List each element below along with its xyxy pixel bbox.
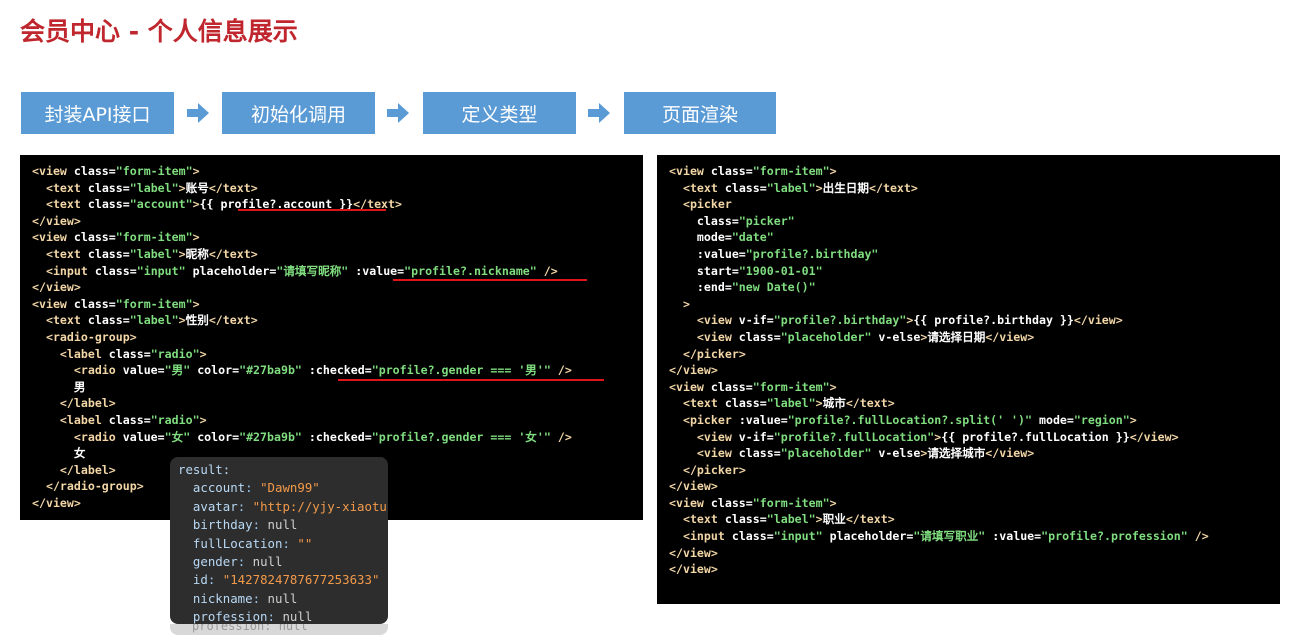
right-code-line: mode="date"	[669, 230, 774, 245]
result-field: birthday: null	[192, 517, 298, 533]
result-field: account: "Dawn99"	[192, 480, 320, 496]
right-code-line: start="1900-01-01"	[669, 263, 823, 278]
right-code-line: <view class="form-item">	[669, 379, 837, 394]
left-code-line: <radio value="男" color="#27ba9b" :checke…	[73, 363, 572, 378]
tooltip-reflection: profession: null	[170, 624, 388, 635]
left-code-line: <input class="input" placeholder="请填写昵称"…	[45, 263, 558, 278]
result-field-value: ""	[297, 535, 313, 551]
right-code-line: :end="new Date()"	[669, 280, 816, 295]
left-code-line: <view class="form-item">	[32, 296, 200, 311]
right-code-line: </picker>	[682, 346, 746, 361]
left-code-line: <text class="label">性别</text>	[45, 313, 258, 328]
left-code-line: <label class="radio">	[59, 412, 207, 427]
result-field: fullLocation: ""	[192, 535, 313, 551]
highlight-underline	[393, 279, 587, 281]
left-code-line: <text class="label">账号</text>	[45, 180, 258, 195]
arrow-right-icon	[187, 103, 209, 123]
left-code-line: 女	[32, 446, 86, 461]
result-field: nickname: null	[192, 590, 298, 606]
right-code-line: <view v-if="profile?.fullLocation">{{ pr…	[696, 429, 1179, 444]
step-2-button: 初始化调用	[222, 92, 375, 134]
result-header: result:	[178, 462, 231, 477]
right-code-line: <view class="placeholder" v-else>请选择城市</…	[696, 446, 1035, 461]
result-object: result: account: "Dawn99" avatar: "http:…	[178, 461, 387, 624]
left-code-line: <text class="label">昵称</text>	[45, 246, 258, 261]
left-code-line: </radio-group>	[45, 479, 144, 494]
right-code-line: >	[682, 296, 690, 311]
right-code-line: class="picker"	[669, 213, 795, 228]
step-3-button: 定义类型	[423, 92, 576, 134]
result-tooltip: result: account: "Dawn99" avatar: "http:…	[170, 457, 388, 624]
left-code-line: <radio value="女" color="#27ba9b" :checke…	[73, 429, 572, 444]
page-title: 会员中心 - 个人信息展示	[20, 17, 298, 46]
result-field-value: null	[267, 590, 298, 606]
right-code-line: </view>	[669, 562, 718, 577]
left-code-line: </view>	[32, 213, 81, 228]
result-field-value: "1427824787677253633"	[222, 572, 380, 588]
right-code-line: <picker :value="profile?.fullLocation?.s…	[682, 412, 1137, 427]
left-code-line: </label>	[59, 462, 116, 477]
right-code-line: <text class="label">职业</text>	[682, 512, 895, 527]
arrow-right-icon	[588, 103, 610, 123]
result-field: gender: null	[192, 554, 283, 570]
result-field-key: birthday	[192, 517, 253, 533]
result-field-key: avatar	[192, 498, 238, 514]
result-field-value: "http://yjy-xiaotu	[252, 498, 387, 514]
result-field-key: account	[192, 480, 246, 496]
right-code-line: :value="profile?.birthday"	[669, 246, 879, 261]
right-code-line: <view class="form-item">	[669, 495, 837, 510]
result-field-key: gender	[192, 554, 238, 570]
left-code-line: </label>	[59, 396, 116, 411]
right-code-line: <text class="label">城市</text>	[682, 396, 895, 411]
right-code-line: <picker	[682, 197, 732, 212]
result-field-key: fullLocation	[192, 535, 283, 551]
right-code-line: </view>	[669, 479, 718, 494]
left-code-line: 男	[32, 379, 86, 394]
result-field-value: null	[252, 554, 283, 570]
left-code-line: <label class="radio">	[59, 346, 207, 361]
right-code-line: </view>	[669, 363, 718, 378]
right-code-line: </picker>	[682, 462, 746, 477]
result-field-key: nickname	[192, 590, 253, 606]
right-code-block: <view class="form-item"> <text class="la…	[669, 163, 1209, 578]
left-code-line: <view class="form-item">	[32, 230, 200, 245]
right-code-line: <text class="label">出生日期</text>	[682, 180, 918, 195]
result-field-key: profession	[192, 609, 268, 624]
result-field: id: "1427824787677253633"	[192, 572, 380, 588]
result-field-value: null	[282, 609, 313, 624]
result-field-value: null	[267, 517, 298, 533]
left-code-line: </view>	[32, 495, 81, 510]
step-4-button: 页面渲染	[624, 92, 776, 134]
right-code-panel: <view class="form-item"> <text class="la…	[657, 155, 1280, 604]
right-code-line: <input class="input" placeholder="请填写职业"…	[682, 529, 1209, 544]
left-code-line: <text class="account">{{ profile?.accoun…	[45, 197, 402, 212]
left-code-line: </view>	[32, 280, 81, 295]
highlight-underline	[338, 379, 604, 381]
right-code-line: <view class="form-item">	[669, 164, 837, 178]
left-code-block: <view class="form-item"> <text class="la…	[32, 163, 572, 511]
arrow-right-icon	[387, 103, 409, 123]
left-code-line: <radio-group>	[45, 329, 137, 344]
result-field-key: id	[192, 572, 208, 588]
highlight-underline	[238, 209, 386, 211]
right-code-line: <view v-if="profile?.birthday">{{ profil…	[696, 313, 1123, 328]
result-field: profession: null	[192, 609, 313, 624]
right-code-line: <view class="placeholder" v-else>请选择日期</…	[696, 329, 1035, 344]
step-1-button: 封装API接口	[21, 92, 174, 134]
result-field-value: "Dawn99"	[260, 480, 320, 496]
right-code-line: </view>	[669, 545, 718, 560]
result-field: avatar: "http://yjy-xiaotu	[192, 498, 387, 514]
left-code-line: <view class="form-item">	[32, 164, 200, 178]
